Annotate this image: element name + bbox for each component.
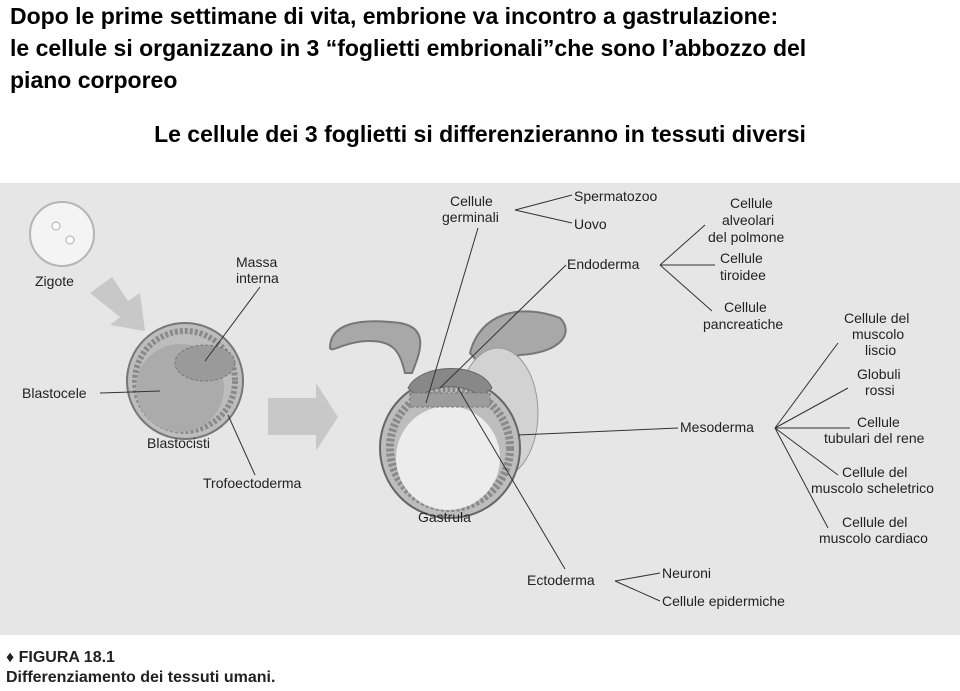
label-uovo: Uovo xyxy=(574,216,607,232)
label-alveolari-1: Cellule xyxy=(730,195,773,211)
branch-pancreatiche xyxy=(659,264,713,312)
label-cellule-germinali-1: Cellule xyxy=(450,193,493,209)
branch-alveolari xyxy=(659,224,706,266)
label-blastocisti: Blastocisti xyxy=(147,435,210,451)
branch-globuli xyxy=(774,387,849,429)
label-massa-2: interna xyxy=(236,270,279,286)
leader-mesoderma xyxy=(517,427,679,436)
label-tubulari-2: tubulari del rene xyxy=(824,430,925,446)
label-tiroidee-1: Cellule xyxy=(720,250,763,266)
label-liscio-3: liscio xyxy=(865,342,896,358)
branch-neuroni xyxy=(614,572,661,582)
leader-endoderma xyxy=(439,264,567,389)
figure-caption: ♦ FIGURA 18.1 Differenziamento dei tessu… xyxy=(6,649,275,687)
label-trofoectoderma: Trofoectoderma xyxy=(203,475,302,491)
zygote-illustration xyxy=(29,201,95,267)
label-pancreatiche-2: pancreatiche xyxy=(703,316,783,332)
label-pancreatiche-1: Cellule xyxy=(724,299,767,315)
heading-line-3: piano corporeo xyxy=(10,67,178,93)
label-epidermiche: Cellule epidermiche xyxy=(662,593,785,609)
label-zigote: Zigote xyxy=(35,273,74,289)
label-gastrula: Gastrula xyxy=(418,509,471,525)
leader-massa xyxy=(204,286,261,362)
label-liscio-2: muscolo xyxy=(852,326,904,342)
arrow-zygote-to-blastocyst xyxy=(90,277,145,331)
differentiation-figure: Zigote Massa interna Blastocele Blastoci… xyxy=(0,183,960,635)
label-neuroni: Neuroni xyxy=(662,565,711,581)
page-heading: Dopo le prime settimane di vita, embrion… xyxy=(10,0,950,96)
branch-cardiaco xyxy=(774,427,829,529)
arrow-blastocyst-to-gastrula xyxy=(268,383,338,451)
branch-spermatozoo xyxy=(514,194,573,211)
heading-line-2: le cellule si organizzano in 3 “fogliett… xyxy=(10,35,807,61)
label-endoderma: Endoderma xyxy=(567,256,640,272)
differentiation-diagram: Zigote Massa interna Blastocele Blastoci… xyxy=(22,188,934,609)
heading-line-1: Dopo le prime settimane di vita, embrion… xyxy=(10,3,779,29)
label-cardiaco-2: muscolo cardiaco xyxy=(819,530,928,546)
gastrula-illustration xyxy=(328,310,567,519)
leader-ectoderma xyxy=(457,387,566,570)
leader-germinali xyxy=(425,227,479,404)
figure-caption-text: Differenziamento dei tessuti umani. xyxy=(6,669,276,686)
label-scheletrico-2: muscolo scheletrico xyxy=(811,480,934,496)
label-globuli-2: rossi xyxy=(865,382,895,398)
branch-scheletrico xyxy=(774,427,839,476)
branch-epidermiche xyxy=(614,580,661,602)
label-mesoderma: Mesoderma xyxy=(680,419,754,435)
label-cardiaco-1: Cellule del xyxy=(842,514,907,530)
label-alveolari-3: del polmone xyxy=(708,229,784,245)
blastocyst-illustration xyxy=(126,322,244,440)
label-massa-1: Massa xyxy=(236,254,277,270)
label-globuli-1: Globuli xyxy=(857,366,901,382)
label-cellule-germinali-2: germinali xyxy=(442,209,499,225)
label-tubulari-1: Cellule xyxy=(857,414,900,430)
branch-uovo xyxy=(514,209,573,224)
label-scheletrico-1: Cellule del xyxy=(842,464,907,480)
label-liscio-1: Cellule del xyxy=(844,310,909,326)
label-blastocele: Blastocele xyxy=(22,385,87,401)
label-tiroidee-2: tiroidee xyxy=(720,267,766,283)
leader-trofoectoderma xyxy=(227,414,256,476)
label-alveolari-2: alveolari xyxy=(722,212,774,228)
figure-number: ♦ FIGURA 18.1 xyxy=(6,649,115,666)
branch-liscio xyxy=(774,342,839,429)
leader-blastocele xyxy=(99,390,161,394)
page-subheading: Le cellule dei 3 foglietti si differenzi… xyxy=(154,121,806,147)
label-spermatozoo: Spermatozoo xyxy=(574,188,657,204)
label-ectoderma: Ectoderma xyxy=(527,572,595,588)
